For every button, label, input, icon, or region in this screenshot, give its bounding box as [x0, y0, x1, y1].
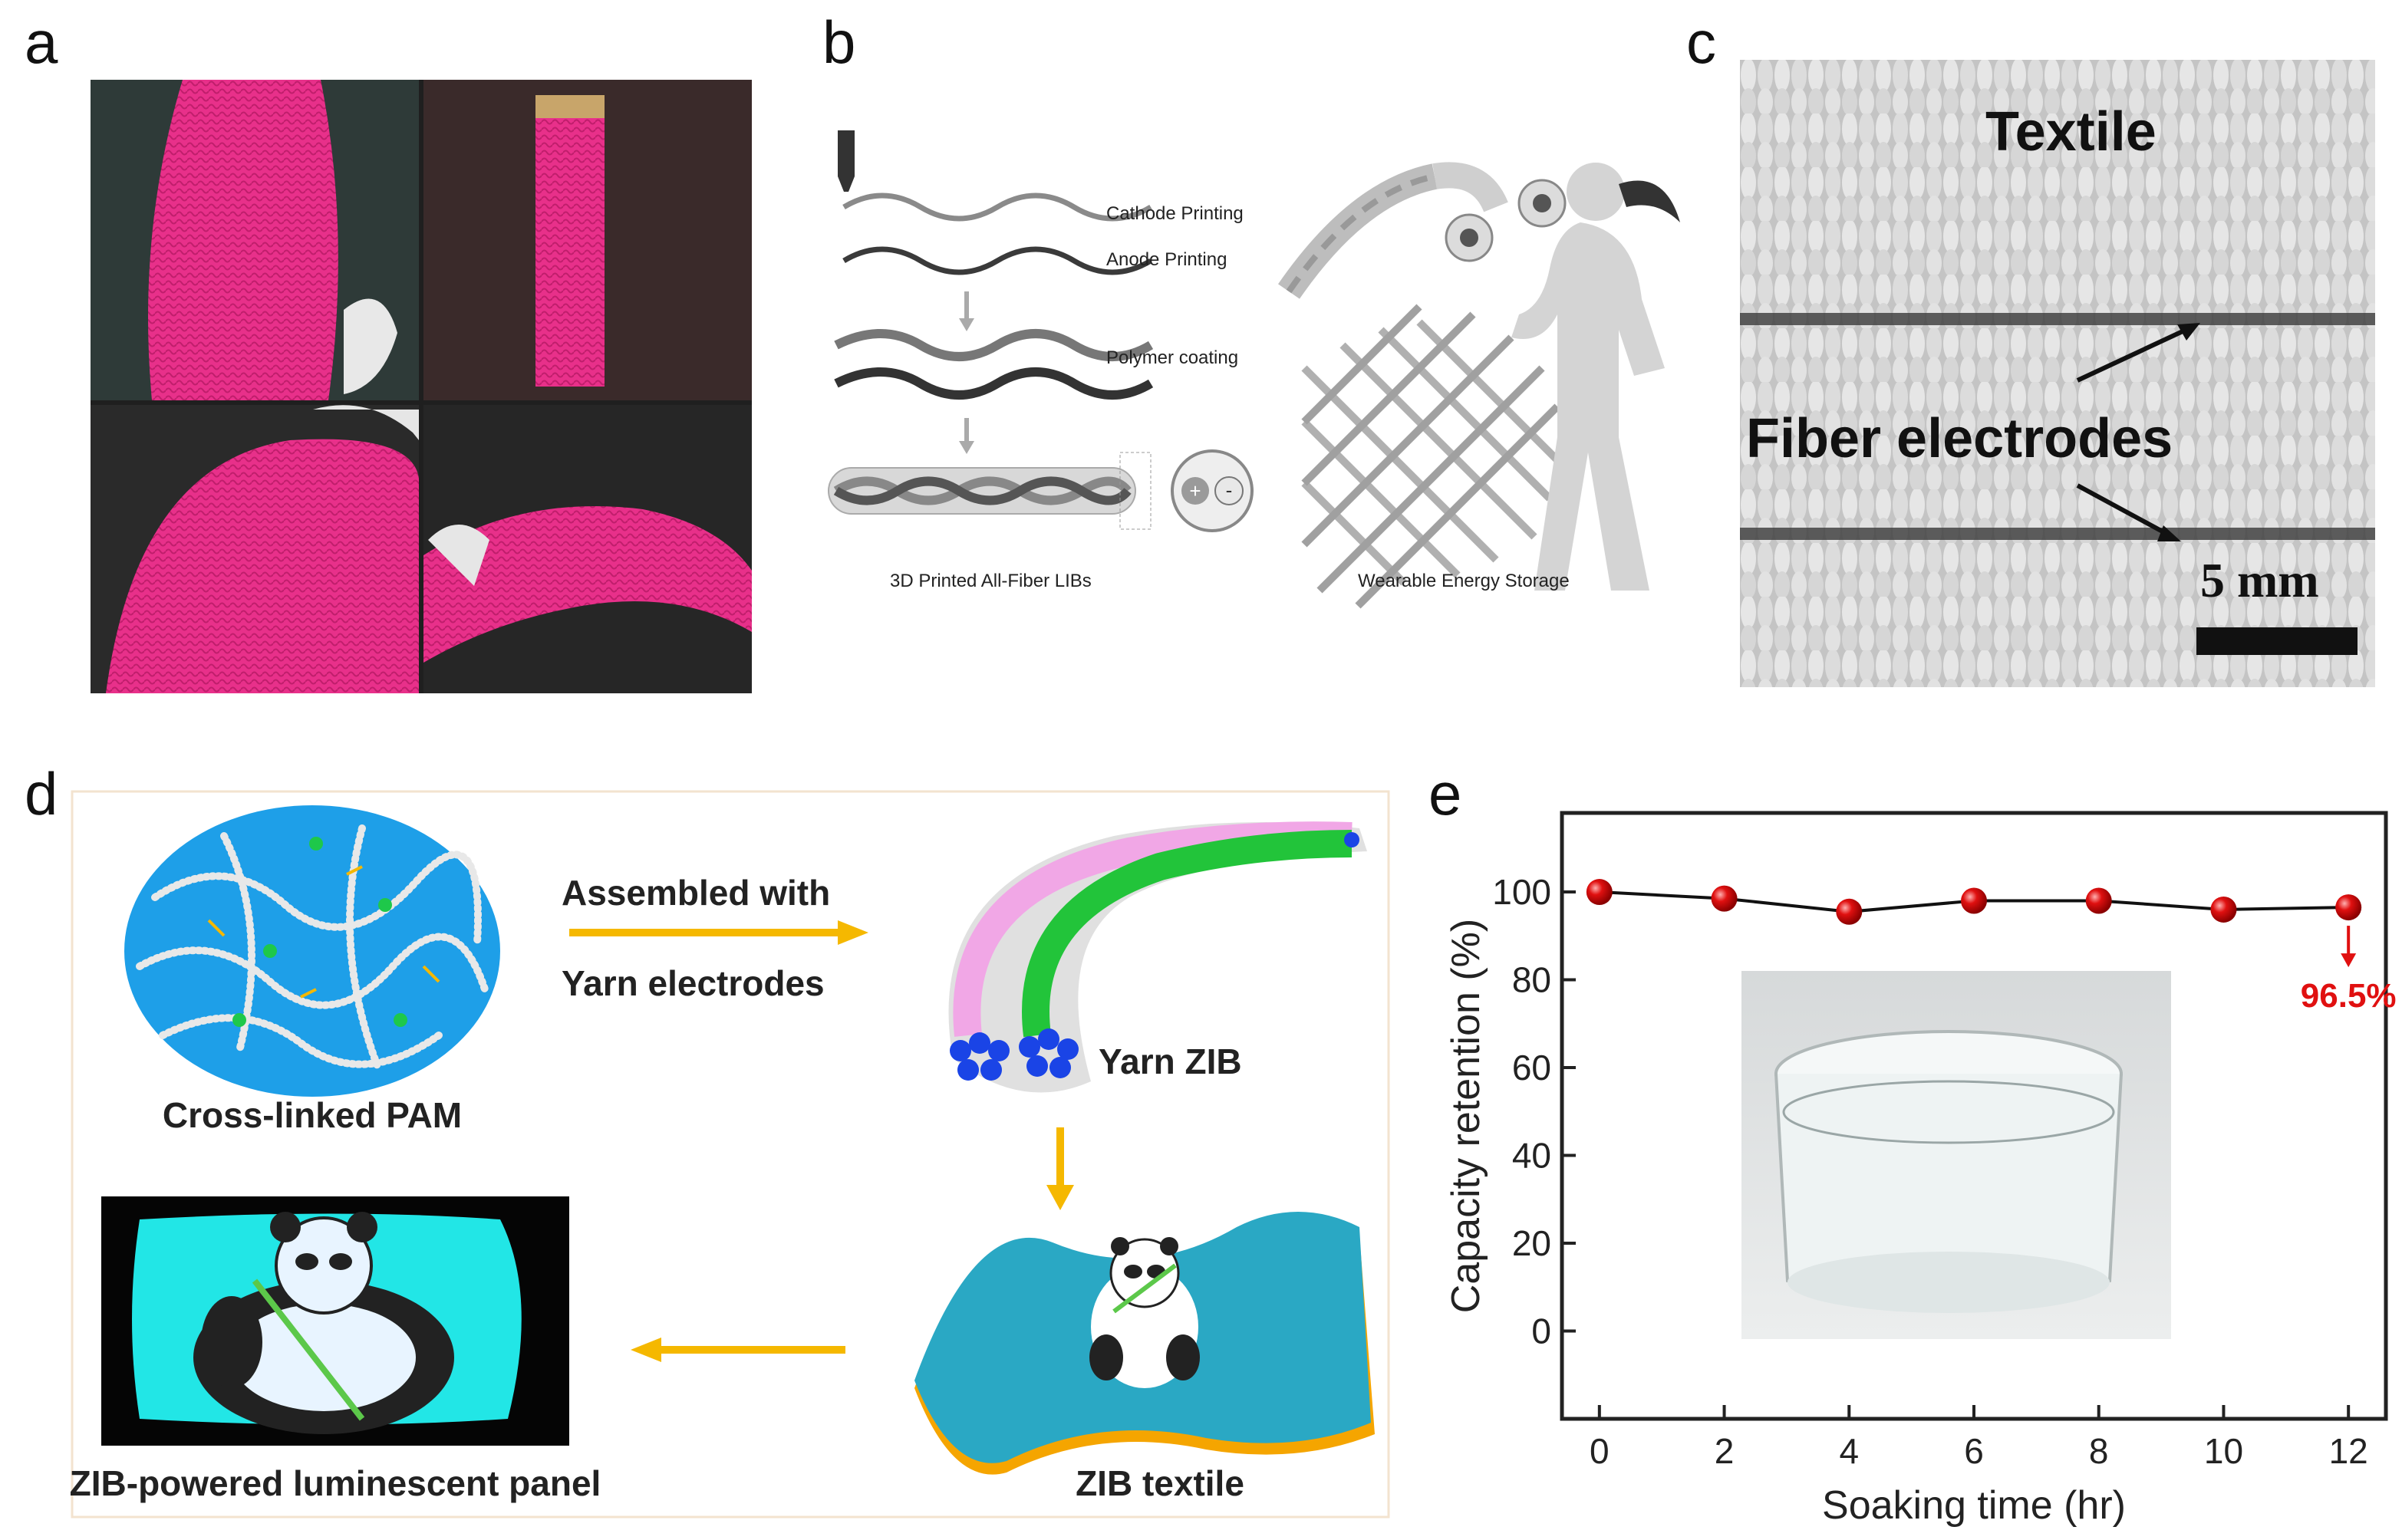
- series-markers: [1586, 879, 2362, 925]
- textile-label: Textile: [1985, 101, 2157, 163]
- beaker-inset-photo: [1741, 971, 2171, 1339]
- photo-knitted-tube: [423, 80, 752, 400]
- fiber-electrodes-label: Fiber electrodes: [1746, 408, 2173, 469]
- luminescent-panel-photo: [101, 1196, 569, 1446]
- fiber-cross-section: [1171, 449, 1254, 532]
- luminescent-panel-label: ZIB-powered luminescent panel: [71, 1463, 601, 1503]
- wearable-mesh: [1301, 304, 1560, 609]
- photo-bent-textile: [91, 405, 419, 693]
- data-point-2: [1836, 898, 1863, 925]
- panel-a-photos: [91, 80, 752, 693]
- capacity-retention-chart: 0 20 40 60 80 100 0 2 4 6 8 10 12 96.5% Capacity re…: [1444, 811, 2397, 1528]
- scale-bar-label: 5 mm: [2200, 553, 2319, 607]
- data-point-5: [2210, 896, 2237, 923]
- y-tick-label-4: 80: [1512, 960, 1551, 1000]
- panel-letter-a: a: [25, 8, 58, 76]
- plus-sign: +: [1189, 479, 1201, 502]
- panel-letter-c: c: [1686, 8, 1716, 76]
- x-tick-label-4: 8: [2089, 1431, 2109, 1471]
- x-tick-label-2: 4: [1839, 1431, 1859, 1471]
- pam-network: [124, 805, 500, 1097]
- data-point-4: [2085, 887, 2112, 914]
- x-tick-label-5: 10: [2204, 1431, 2243, 1471]
- yarn-electrodes-label: Yarn electrodes: [562, 963, 825, 1003]
- cathode-printing-label: Cathode Printing: [1106, 203, 1244, 224]
- y-axis: 0 20 40 60 80 100: [1492, 872, 1576, 1351]
- panel-b-schematic: Cathode Printing Anode Printing Polymer …: [828, 130, 1680, 609]
- arrow-left-icon: [631, 1338, 661, 1362]
- annotation-label: 96.5%: [2301, 977, 2397, 1015]
- photo-sleeve-arm: [91, 80, 419, 400]
- data-point-1: [1711, 885, 1738, 912]
- fiber-electrode-rows: [1740, 313, 2375, 540]
- yarn-zib-illustration: [948, 821, 1367, 1093]
- y-tick-label-5: 100: [1492, 872, 1551, 912]
- arrow-down-icon: [1046, 1185, 1074, 1210]
- caption-wearable: Wearable Energy Storage: [1358, 571, 1570, 591]
- x-tick-label-1: 2: [1715, 1431, 1735, 1471]
- zib-textile-illustration: [914, 1212, 1375, 1475]
- y-tick-label-0: 0: [1531, 1311, 1551, 1351]
- panel-letter-b: b: [822, 8, 856, 76]
- yarn-zib-label: Yarn ZIB: [1099, 1041, 1242, 1081]
- print-nozzle-icon: [838, 130, 855, 176]
- panel-c-micrograph: Textile Fiber electrodes 5 mm: [1740, 60, 2375, 687]
- annotation-arrow-icon: [2341, 926, 2357, 968]
- caption-3d-printed: 3D Printed All-Fiber LIBs: [890, 571, 1092, 591]
- panel-letter-d: d: [25, 760, 58, 828]
- arrow-right-icon: [838, 920, 868, 945]
- x-tick-label-0: 0: [1590, 1431, 1610, 1471]
- y-tick-label-1: 20: [1512, 1223, 1551, 1263]
- panel-letter-e: e: [1428, 760, 1462, 828]
- data-point-6: [2335, 894, 2362, 921]
- x-tick-label-3: 6: [1964, 1431, 1984, 1471]
- y-axis-label: Capacity retention (%): [1444, 919, 1488, 1313]
- scale-bar: [2196, 627, 2358, 655]
- cross-linked-pam-label: Cross-linked PAM: [163, 1095, 462, 1135]
- anode-printing-label: Anode Printing: [1106, 249, 1227, 270]
- polymer-coating-label: Polymer coating: [1106, 347, 1238, 368]
- x-axis-label: Soaking time (hr): [1822, 1483, 2126, 1528]
- data-point-3: [1961, 887, 1987, 914]
- runner-silhouette: [1511, 163, 1680, 591]
- panel-d-schematic: Cross-linked PAM Assembled with Yarn ele…: [71, 790, 1390, 1519]
- zib-textile-label: ZIB textile: [1076, 1463, 1244, 1503]
- y-tick-label-2: 40: [1512, 1136, 1551, 1176]
- y-tick-label-3: 60: [1512, 1048, 1551, 1088]
- assembled-with-label: Assembled with: [562, 873, 830, 913]
- data-point-0: [1586, 879, 1613, 906]
- photo-folded-textile: [423, 405, 752, 693]
- minus-sign: -: [1226, 479, 1233, 502]
- x-axis: 0 2 4 6 8 10 12: [1590, 1405, 2368, 1471]
- x-tick-label-6: 12: [2329, 1431, 2368, 1471]
